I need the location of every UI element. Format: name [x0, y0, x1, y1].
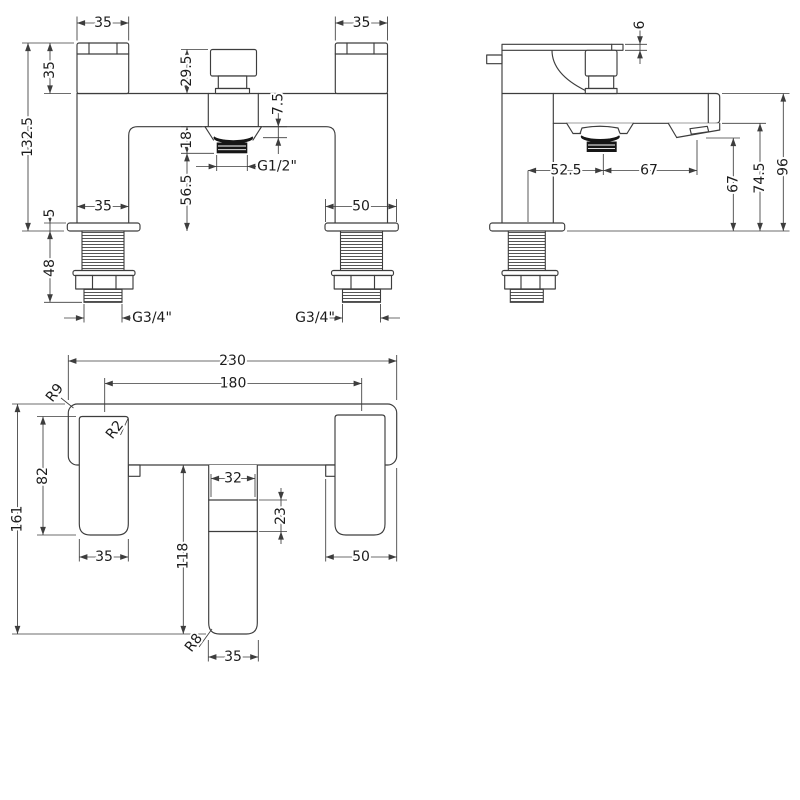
front-left-tail	[66, 222, 141, 303]
plan-body	[67, 403, 398, 635]
dim-front-underbody-clearance: 56.5	[179, 174, 195, 205]
dim-plan-overall-length: 230	[219, 353, 246, 369]
dim-plan-overall-depth: 161	[10, 506, 26, 533]
dim-front-handle-width-right: 35	[353, 15, 371, 31]
dim-front-handle-height: 35	[42, 61, 58, 79]
dim-side-cap-thickness: 6	[632, 20, 648, 29]
dim-plan-handle-width-right: 50	[352, 549, 370, 565]
side-shower-outlet	[566, 122, 634, 152]
dim-front-leg-width-left: 35	[94, 199, 112, 215]
front-right-handle	[334, 42, 389, 95]
dim-plan-diverter-depth: 23	[273, 507, 289, 525]
plan-spout	[208, 465, 258, 635]
dim-front-tail-length: 48	[42, 259, 58, 277]
plan-left-handle	[78, 415, 129, 536]
plan-dimensions: 230 180 R9 R2 82 161 35 50	[8, 351, 398, 667]
dim-side-spout-clearance: 67	[725, 175, 741, 193]
dim-side-tail-to-outlet: 52.5	[550, 163, 581, 179]
dim-plan-handle-depth: 82	[35, 467, 51, 485]
dim-plan-body-corner-radius: R9	[43, 381, 67, 406]
dim-front-shower-outlet-thread: G1/2"	[257, 159, 297, 175]
front-body	[76, 92, 389, 224]
dim-front-handle-width-left: 35	[94, 15, 112, 31]
side-tail	[489, 222, 566, 303]
dim-plan-handle-width-left: 35	[95, 549, 113, 565]
dim-front-aerator-offset: 7.5	[270, 93, 286, 115]
dim-front-outlet-projection: 18	[179, 131, 195, 149]
dim-plan-spout-width: 35	[224, 649, 242, 665]
dim-side-body-clearance: 74.5	[752, 162, 768, 193]
front-right-tail	[324, 222, 399, 303]
dim-side-body-height: 96	[775, 158, 791, 176]
dim-front-leg-width-right: 50	[352, 199, 370, 215]
dim-front-diverter-height: 29.5	[179, 55, 195, 86]
dim-front-overall-height: 132.5	[20, 117, 36, 157]
dim-side-outlet-to-spout: 67	[640, 163, 658, 179]
front-dimensions: 35 35 132.5 35 29.5 18 56.5	[18, 13, 400, 328]
dim-front-inlet-thread-right: G3/4"	[295, 310, 335, 326]
side-spout-outlet	[667, 122, 721, 139]
side-dimensions: 6 52.5 67 67 74.5 96	[527, 18, 793, 232]
plan-view: 230 180 R9 R2 82 161 35 50	[8, 351, 398, 667]
dim-plan-tail-centres: 180	[220, 376, 247, 392]
side-diverter-knob	[584, 49, 618, 95]
dim-front-inlet-thread-left: G3/4"	[132, 310, 172, 326]
plan-right-handle	[334, 414, 386, 536]
dim-plan-diverter-width: 32	[224, 471, 242, 487]
front-view: 35 35 132.5 35 29.5 18 56.5	[18, 13, 400, 328]
front-shower-outlet	[204, 92, 263, 154]
dim-front-base-plate-height: 5	[42, 209, 58, 218]
front-diverter-knob	[209, 48, 258, 95]
dim-plan-spout-projection: 118	[175, 543, 191, 570]
side-view: 6 52.5 67 67 74.5 96	[486, 18, 793, 303]
front-left-handle	[76, 42, 130, 95]
